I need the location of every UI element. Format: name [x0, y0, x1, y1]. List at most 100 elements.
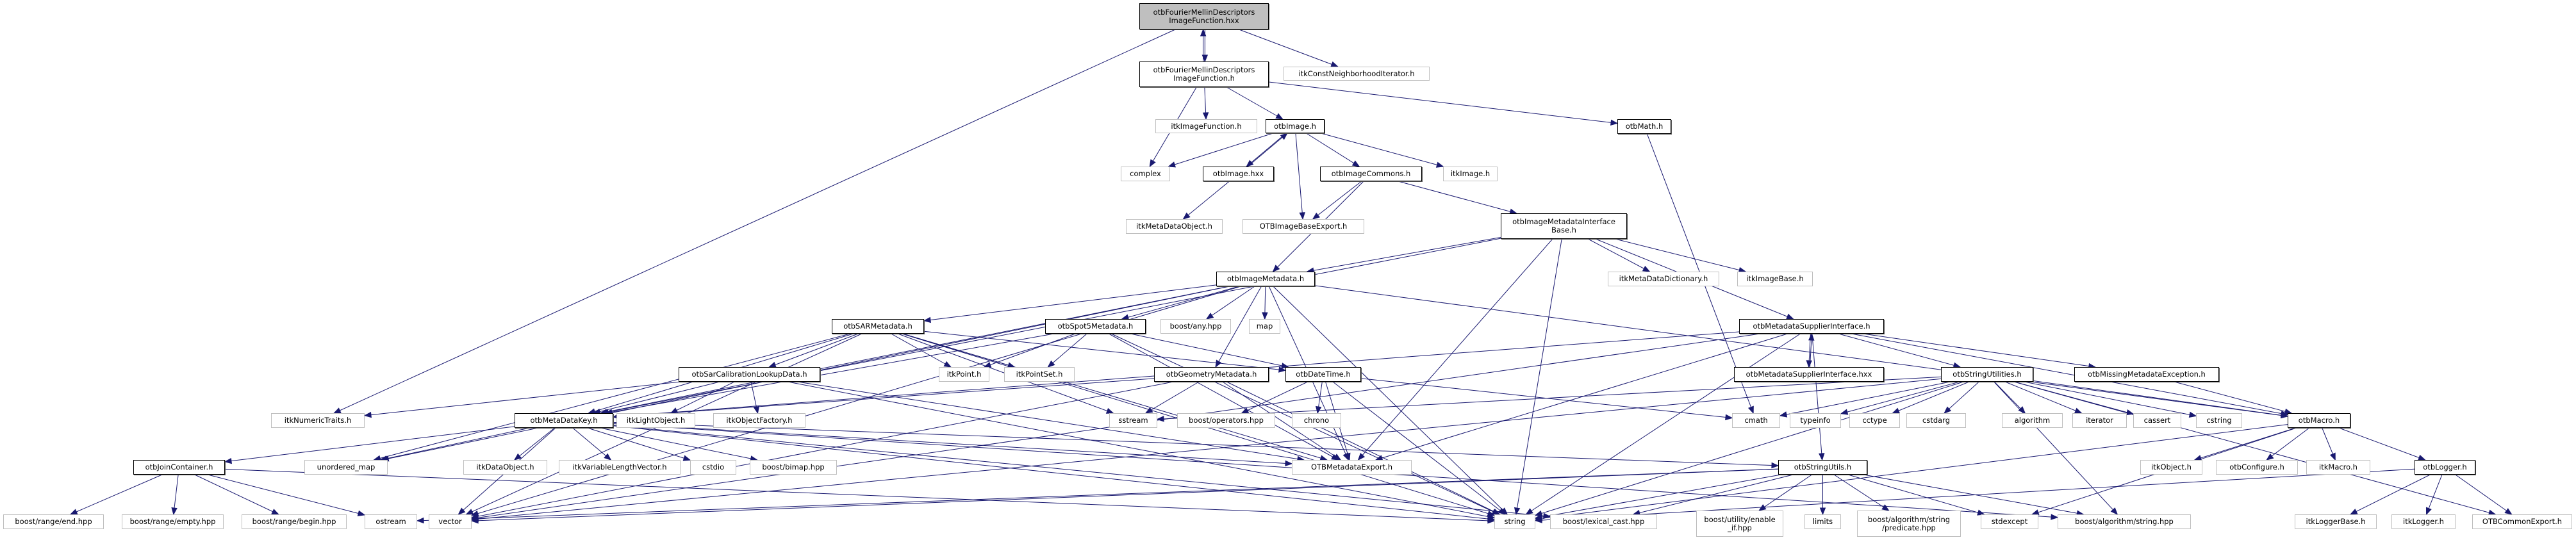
- edge-otbGeometryMetadata-to-sstream: [1144, 381, 1200, 414]
- arrowhead-icon: [1047, 360, 1055, 368]
- node-otbConfigure: otbConfigure.h: [2216, 460, 2298, 475]
- node-MSI-h[interactable]: otbMetadataSupplierInterface.h: [1739, 319, 1884, 334]
- node-itkMacro: itkMacro.h: [2306, 460, 2370, 475]
- edge-MSI_h-to-otbMacro: [1851, 333, 2289, 417]
- edge-otbStringUtilities-to-algo_string: [1994, 381, 2118, 515]
- node-otbDateTime[interactable]: otbDateTime.h: [1285, 367, 1361, 382]
- edge-otbImage_h-to-itkImage: [1321, 133, 1444, 168]
- edge-IMIBase-to-itkImageBase: [1615, 238, 1747, 274]
- edge-IMIBase-to-string: [1514, 238, 1562, 516]
- node-otbJoinContainer[interactable]: otbJoinContainer.h: [133, 460, 225, 475]
- edge-otbSARMetadata-to-itkPoint: [891, 333, 952, 368]
- node-predicate: boost/algorithm/string /predicate.hpp: [1857, 511, 1961, 537]
- edge-otbSpot5Metadata-to-itkPoint: [983, 333, 1076, 368]
- arrowhead-icon: [1275, 113, 1284, 120]
- arrowhead-icon: [1215, 359, 1222, 368]
- edge-otbImage_h-to-otbImage_hxx: [1246, 133, 1287, 167]
- node-otbMetaDataKey[interactable]: otbMetaDataKey.h: [515, 413, 613, 428]
- node-otbSpot5Metadata[interactable]: otbSpot5Metadata.h: [1045, 319, 1146, 334]
- arrowhead-icon: [1316, 405, 1322, 414]
- edge-otbDateTime-to-cmath: [1360, 378, 1733, 421]
- edge-IMIBase-to-OTBMetadataExport: [1357, 238, 1553, 461]
- node-otbImage-hxx[interactable]: otbImage.hxx: [1203, 167, 1274, 181]
- edge-otbImage_hxx-to-otbImage_h: [1247, 133, 1288, 167]
- edge-otbSpot5Metadata-to-otbDateTime: [1130, 333, 1289, 369]
- arrowhead-icon: [1182, 212, 1191, 220]
- node-IMIBase[interactable]: otbImageMetadataInterface Base.h: [1501, 213, 1627, 239]
- arrowhead-icon: [1351, 160, 1360, 167]
- edge-otbStringUtils-to-stdexcept: [1847, 474, 1985, 516]
- node-otbImage-h[interactable]: otbImage.h: [1266, 119, 1325, 133]
- node-string: string: [1494, 514, 1535, 529]
- edge-otbSARMetadata-to-otbDateTime: [923, 331, 1287, 373]
- node-complex: complex: [1121, 167, 1170, 181]
- arrowhead-icon: [224, 457, 232, 464]
- arrowhead-icon: [2349, 509, 2358, 515]
- edge-IMIBase-to-otbImageMetadata: [1306, 236, 1501, 274]
- edge-otbLogger-to-string: [1534, 468, 2415, 523]
- arrowhead-icon: [1202, 112, 1209, 120]
- node-boost-bimap: boost/bimap.hpp: [750, 460, 837, 475]
- edge-otbSARMetadata-to-SarCalib: [768, 333, 859, 368]
- edge-otbStringUtilities-to-sstream: [1156, 376, 1942, 422]
- node-itkLogger: itkLogger.h: [2391, 514, 2456, 529]
- arrowhead-icon: [1944, 406, 1952, 414]
- node-cstdio: cstdio: [690, 460, 736, 475]
- node-SarCalib[interactable]: otbSarCalibrationLookupData.h: [679, 367, 820, 382]
- arrowhead-icon: [1819, 453, 1825, 461]
- arrowhead-icon: [943, 361, 952, 368]
- node-itkImage: itkImage.h: [1443, 167, 1498, 181]
- node-otbStringUtils[interactable]: otbStringUtils.h: [1778, 460, 1867, 475]
- node-otbLogger[interactable]: otbLogger.h: [2415, 460, 2475, 475]
- node-otbSARMetadata[interactable]: otbSARMetadata.h: [832, 319, 924, 334]
- node-unordered-map: unordered_map: [304, 460, 388, 475]
- edge-otbImageCommons-to-IMIBase: [1398, 181, 1517, 215]
- node-enable-if: boost/utility/enable _if.hpp: [1696, 511, 1783, 537]
- edge-otbDateTime-to-string: [1332, 381, 1507, 515]
- node-otbImageMetadata[interactable]: otbImageMetadata.h: [1216, 272, 1315, 286]
- node-root[interactable]: otbFourierMellinDescriptors ImageFunctio…: [1139, 3, 1269, 29]
- arrowhead-icon: [1272, 265, 1280, 272]
- arrowhead-icon: [1492, 509, 1501, 515]
- node-OTBImageBaseExport: OTBImageBaseExport.h: [1243, 219, 1364, 234]
- edge-otbImageMetadata-to-otbMacro: [1314, 285, 2289, 419]
- node-fmdif-h[interactable]: otbFourierMellinDescriptors ImageFunctio…: [1139, 61, 1269, 87]
- node-algo-string: boost/algorithm/string.hpp: [2058, 514, 2191, 529]
- node-otbGeometryMetadata[interactable]: otbGeometryMetadata.h: [1154, 367, 1269, 382]
- node-otbMath[interactable]: otbMath.h: [1617, 119, 1671, 134]
- node-cstring: cstring: [2196, 413, 2242, 428]
- edge-otbSARMetadata-to-OTBMetadataExport: [902, 333, 1328, 461]
- node-ostream: ostream: [365, 514, 417, 529]
- edge-otbMetaDataKey-to-otbStringUtils: [613, 421, 1779, 469]
- arrowhead-icon: [1299, 212, 1305, 220]
- node-MSI-hxx[interactable]: otbMetadataSupplierInterface.hxx: [1734, 367, 1884, 382]
- arrowhead-icon: [1280, 133, 1288, 140]
- edge-otbMacro-to-itkMacro: [2322, 427, 2336, 461]
- node-itkConstNeighborhoodIterator: itkConstNeighborhoodIterator.h: [1284, 67, 1430, 81]
- edge-otbStringUtilities-to-algorithm: [1994, 381, 2026, 414]
- arrowhead-icon: [1278, 366, 1287, 373]
- arrowhead-icon: [458, 507, 466, 515]
- arrowhead-icon: [1312, 212, 1320, 220]
- edge-MSI_h-to-OTBMetadataExport: [1375, 333, 1788, 461]
- arrowhead-icon: [1357, 452, 1366, 461]
- node-otbStringUtilities[interactable]: otbStringUtilities.h: [1941, 367, 2033, 382]
- arrowhead-icon: [2504, 508, 2513, 515]
- node-otbImageCommons[interactable]: otbImageCommons.h: [1320, 167, 1422, 181]
- node-MissingMetadataException[interactable]: otbMissingMetadataException.h: [2074, 367, 2219, 382]
- edge-otbImage_h-to-OTBImageBaseExport: [1295, 133, 1305, 220]
- edge-otbStringUtilities-to-cctype: [1892, 381, 1970, 414]
- edge-otbStringUtilities-to-otbMacro: [2033, 380, 2289, 418]
- node-otbMacro[interactable]: otbMacro.h: [2288, 413, 2350, 428]
- edge-MSI_h-to-otbStringUtils: [1812, 333, 1825, 461]
- edge-fmdif_h-to-itkImageFunction: [1202, 86, 1209, 120]
- arrowhead-icon: [1881, 504, 1890, 511]
- edge-otbStringUtilities-to-typeinfo: [1840, 381, 1960, 415]
- edge-otbImageMetadata-to-boost_any: [1205, 286, 1255, 320]
- arrowhead-icon: [2074, 407, 2083, 414]
- arrowhead-icon: [1246, 160, 1254, 167]
- arrowhead-icon: [1435, 161, 1444, 168]
- edge-IMIBase-to-itkMetaDataDictionary: [1587, 238, 1651, 272]
- node-itkImageBase: itkImageBase.h: [1737, 272, 1813, 286]
